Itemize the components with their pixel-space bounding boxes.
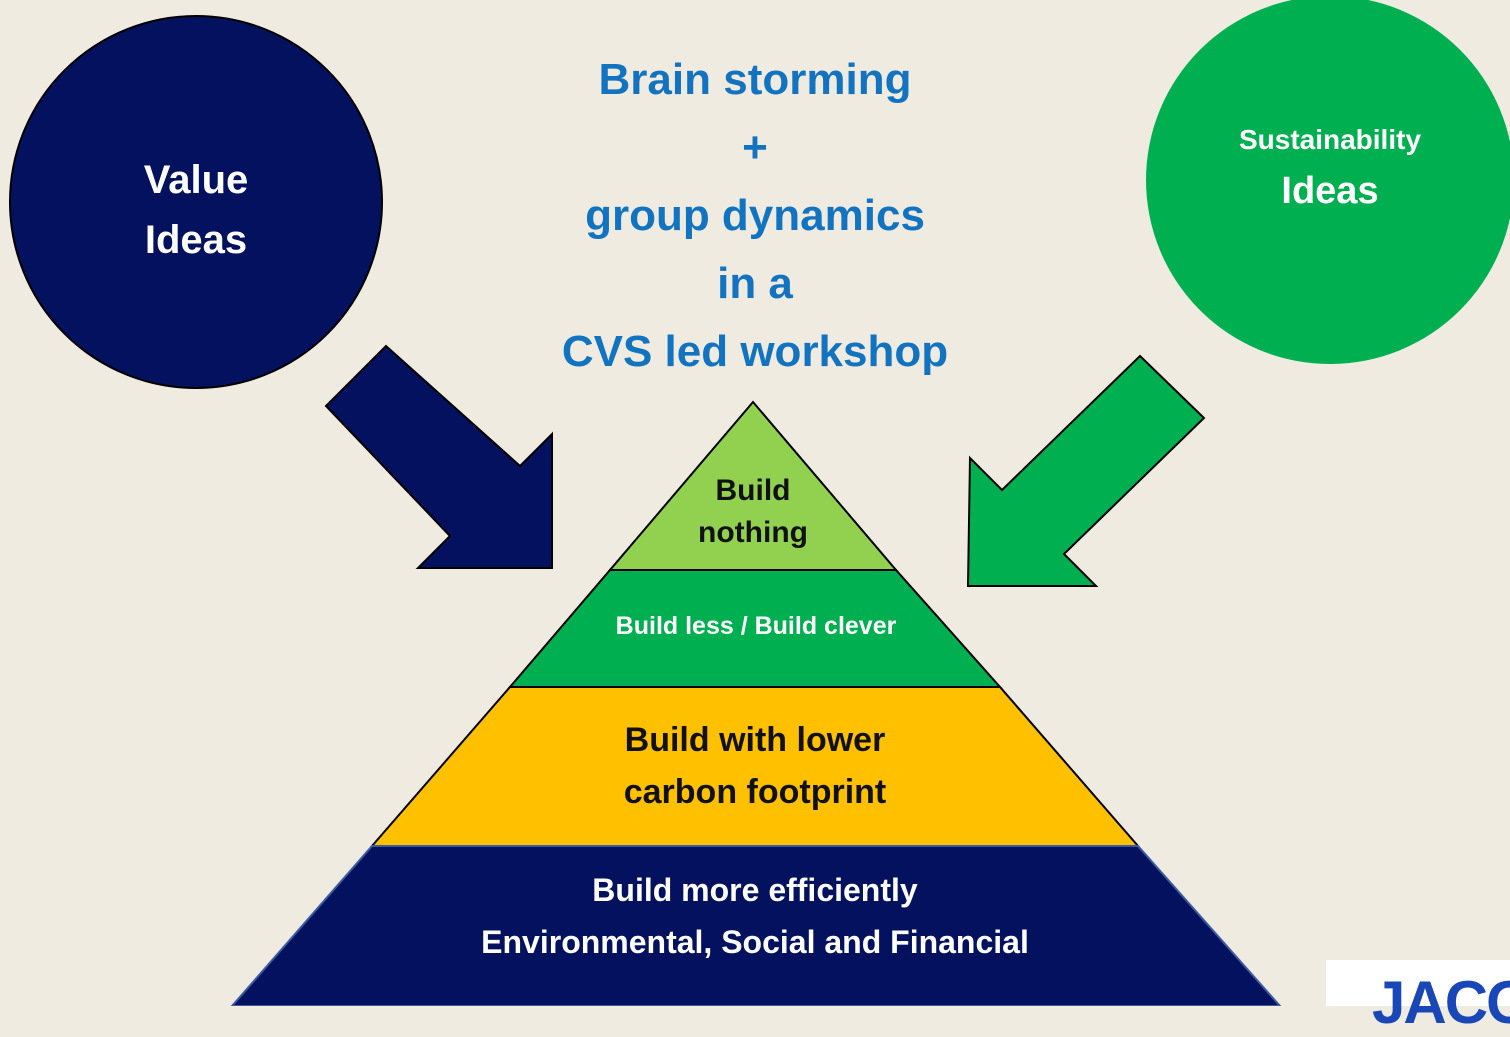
tier-4-line: Environmental, Social and Financial bbox=[481, 924, 1029, 960]
company-logo: JACO bbox=[1372, 969, 1510, 1036]
tier-1-label: Build nothing bbox=[653, 470, 853, 554]
sustainability-ideas-circle bbox=[1146, 0, 1510, 364]
value-ideas-circle bbox=[9, 15, 383, 389]
tier-3-line: Build with lower bbox=[624, 721, 886, 759]
value-ideas-line: Value bbox=[143, 158, 249, 202]
diagram-shapes bbox=[9, 0, 1510, 1006]
tier-3-line: carbon footprint bbox=[623, 773, 887, 811]
logo-box bbox=[1326, 960, 1510, 1006]
tier-2-label: Build less / Build clever bbox=[615, 612, 897, 640]
value-ideas-line: Ideas bbox=[144, 218, 248, 262]
value-ideas-label: Value Ideas bbox=[96, 150, 296, 270]
title-line: Brain storming bbox=[598, 55, 912, 104]
title-line: + bbox=[742, 123, 768, 172]
title-line: CVS led workshop bbox=[561, 327, 949, 376]
value-arrow bbox=[324, 344, 553, 569]
tier-1-line: Build bbox=[715, 474, 791, 507]
tier-4-label: Build more efficiently Environmental, So… bbox=[375, 864, 1135, 968]
pyramid-tier-4 bbox=[230, 845, 1282, 1006]
tier-4-line: Build more efficiently bbox=[592, 872, 918, 908]
tier-3-label: Build with lower carbon footprint bbox=[505, 714, 1005, 818]
sustainability-label: Sustainability bbox=[1238, 124, 1422, 155]
title-line: in a bbox=[717, 259, 793, 308]
title-line: group dynamics bbox=[585, 191, 925, 240]
workshop-title: Brain storming + group dynamics in a CVS… bbox=[460, 46, 1050, 386]
sustainability-arrow bbox=[966, 354, 1206, 587]
sustainability-ideas-label: Ideas bbox=[1281, 170, 1379, 212]
diagram-canvas: Brain storming + group dynamics in a CVS… bbox=[9, 0, 1510, 1036]
tier-1-line: nothing bbox=[698, 516, 808, 549]
